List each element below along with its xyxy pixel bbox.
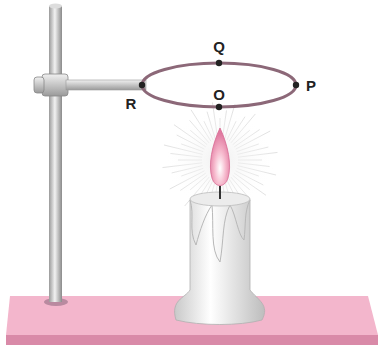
point-dot [216,60,222,66]
clamp-screw [34,77,44,93]
wax-drips [190,200,250,262]
point-label: R [126,96,137,111]
stand-rod [49,6,62,302]
clamp-arm [66,80,146,90]
base-plate-edge [6,335,378,345]
wick [219,186,221,199]
candle-body [175,194,265,325]
point-dot [216,104,222,110]
point-dot [293,82,299,88]
point-dot [139,82,145,88]
flame-glow [165,110,275,210]
point-label: Q [213,39,225,54]
metal-ring [142,63,296,107]
point-label: O [213,87,225,102]
clamp-boss [42,74,68,96]
rod-top [49,4,62,9]
flame [210,128,229,186]
light-rays [162,102,277,217]
point-label: P [306,78,316,93]
